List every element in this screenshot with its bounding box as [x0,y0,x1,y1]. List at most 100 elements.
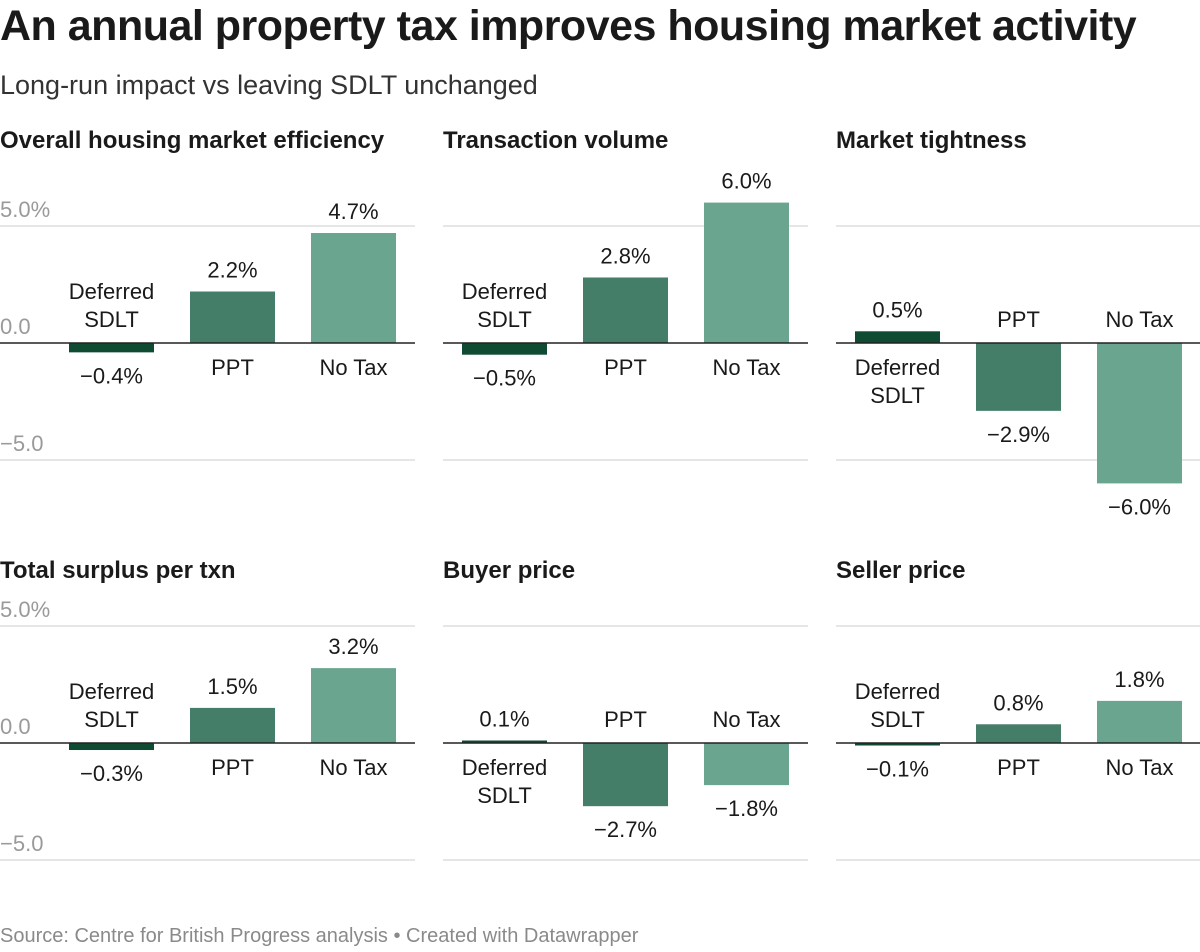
page-title: An annual property tax improves housing … [0,2,1137,50]
category-label: PPT [997,307,1040,332]
data-label: 0.8% [993,690,1043,715]
data-label: 2.8% [600,243,650,268]
category-label-line: SDLT [84,307,139,332]
data-label: 6.0% [721,169,771,194]
panel-title: Overall housing market efficiency [0,127,385,154]
bar-no-tax [704,202,789,343]
bar-deferred-sdlt [855,743,940,746]
category-label-line: SDLT [84,707,139,732]
panel-title: Buyer price [443,557,575,584]
bar-deferred-sdlt [462,343,547,355]
category-label: No Tax [712,707,780,732]
bar-ppt [190,707,275,743]
category-label: No Tax [319,755,387,780]
category-label-line: PPT [211,755,254,780]
panel-title: Seller price [836,557,965,584]
category-label: PPT [997,755,1040,780]
bar-no-tax [311,233,396,343]
page-subtitle: Long-run impact vs leaving SDLT unchange… [0,70,538,100]
data-label: −6.0% [1108,494,1171,519]
y-tick-label: −5.0 [0,431,43,456]
bar-deferred-sdlt [462,740,547,743]
category-label-line: Deferred [855,355,941,380]
category-label: PPT [604,355,647,380]
data-label: −0.1% [866,757,929,782]
category-label-line: PPT [997,755,1040,780]
data-label: −2.9% [987,422,1050,447]
category-label-line: PPT [604,707,647,732]
data-label: 4.7% [328,199,378,224]
data-label: 2.2% [207,258,257,283]
bar-no-tax [311,668,396,743]
panel-title: Total surplus per txn [0,557,236,584]
data-label: 0.5% [872,297,922,322]
y-tick-label: 5.0% [0,597,50,622]
bar-ppt [583,277,668,343]
bar-deferred-sdlt [69,743,154,751]
category-label-line: Deferred [69,679,155,704]
bar-deferred-sdlt [855,331,940,343]
category-label-line: Deferred [69,279,155,304]
category-label-line: PPT [211,355,254,380]
bar-ppt [976,724,1061,743]
category-label-line: No Tax [319,355,387,380]
panel-title: Market tightness [836,127,1027,154]
category-label: No Tax [1105,307,1173,332]
category-label-line: Deferred [462,279,548,304]
category-label-line: No Tax [319,755,387,780]
bar-ppt [976,343,1061,411]
data-label: 0.1% [479,707,529,732]
category-label: PPT [604,707,647,732]
category-label: No Tax [712,355,780,380]
category-label: PPT [211,755,254,780]
category-label-line: No Tax [712,355,780,380]
bar-deferred-sdlt [69,343,154,353]
category-label: PPT [211,355,254,380]
data-label: 1.5% [207,674,257,699]
category-label-line: No Tax [1105,755,1173,780]
category-label-line: PPT [997,307,1040,332]
category-label-line: SDLT [870,383,925,408]
bar-no-tax [1097,700,1182,743]
y-tick-label: 0.0 [0,314,31,339]
data-label: −0.4% [80,363,143,388]
source-footer: Source: Centre for British Progress anal… [0,925,639,947]
data-label: −1.8% [715,796,778,821]
data-label: −0.5% [473,366,536,391]
category-label-line: No Tax [1105,307,1173,332]
category-label-line: Deferred [855,679,941,704]
category-label-line: PPT [604,355,647,380]
category-label: No Tax [1105,755,1173,780]
y-tick-label: 5.0% [0,197,50,222]
bar-ppt [190,291,275,343]
category-label-line: SDLT [477,307,532,332]
data-label: 1.8% [1114,667,1164,692]
panel-total-surplus-per-txn: Total surplus per txn 5.0% 0.0 −5.0 −0.3% Def… [0,557,415,861]
small-multiples-chart: Overall housing market efficiency 5.0% 0.0… [0,127,1200,861]
category-label-line: SDLT [477,783,532,808]
data-label: −2.7% [594,817,657,842]
category-label: No Tax [319,355,387,380]
category-label-line: Deferred [462,755,548,780]
category-label-line: No Tax [712,707,780,732]
category-label-line: SDLT [870,707,925,732]
y-tick-label: −5.0 [0,831,43,856]
panel-title: Transaction volume [443,127,668,154]
panel-overall-housing-market-efficiency: Overall housing market efficiency 5.0% 0.0… [0,127,415,461]
data-label: −0.3% [80,761,143,786]
y-tick-label: 0.0 [0,714,31,739]
bar-no-tax [704,743,789,786]
bar-no-tax [1097,343,1182,484]
data-label: 3.2% [328,634,378,659]
bar-ppt [583,743,668,807]
